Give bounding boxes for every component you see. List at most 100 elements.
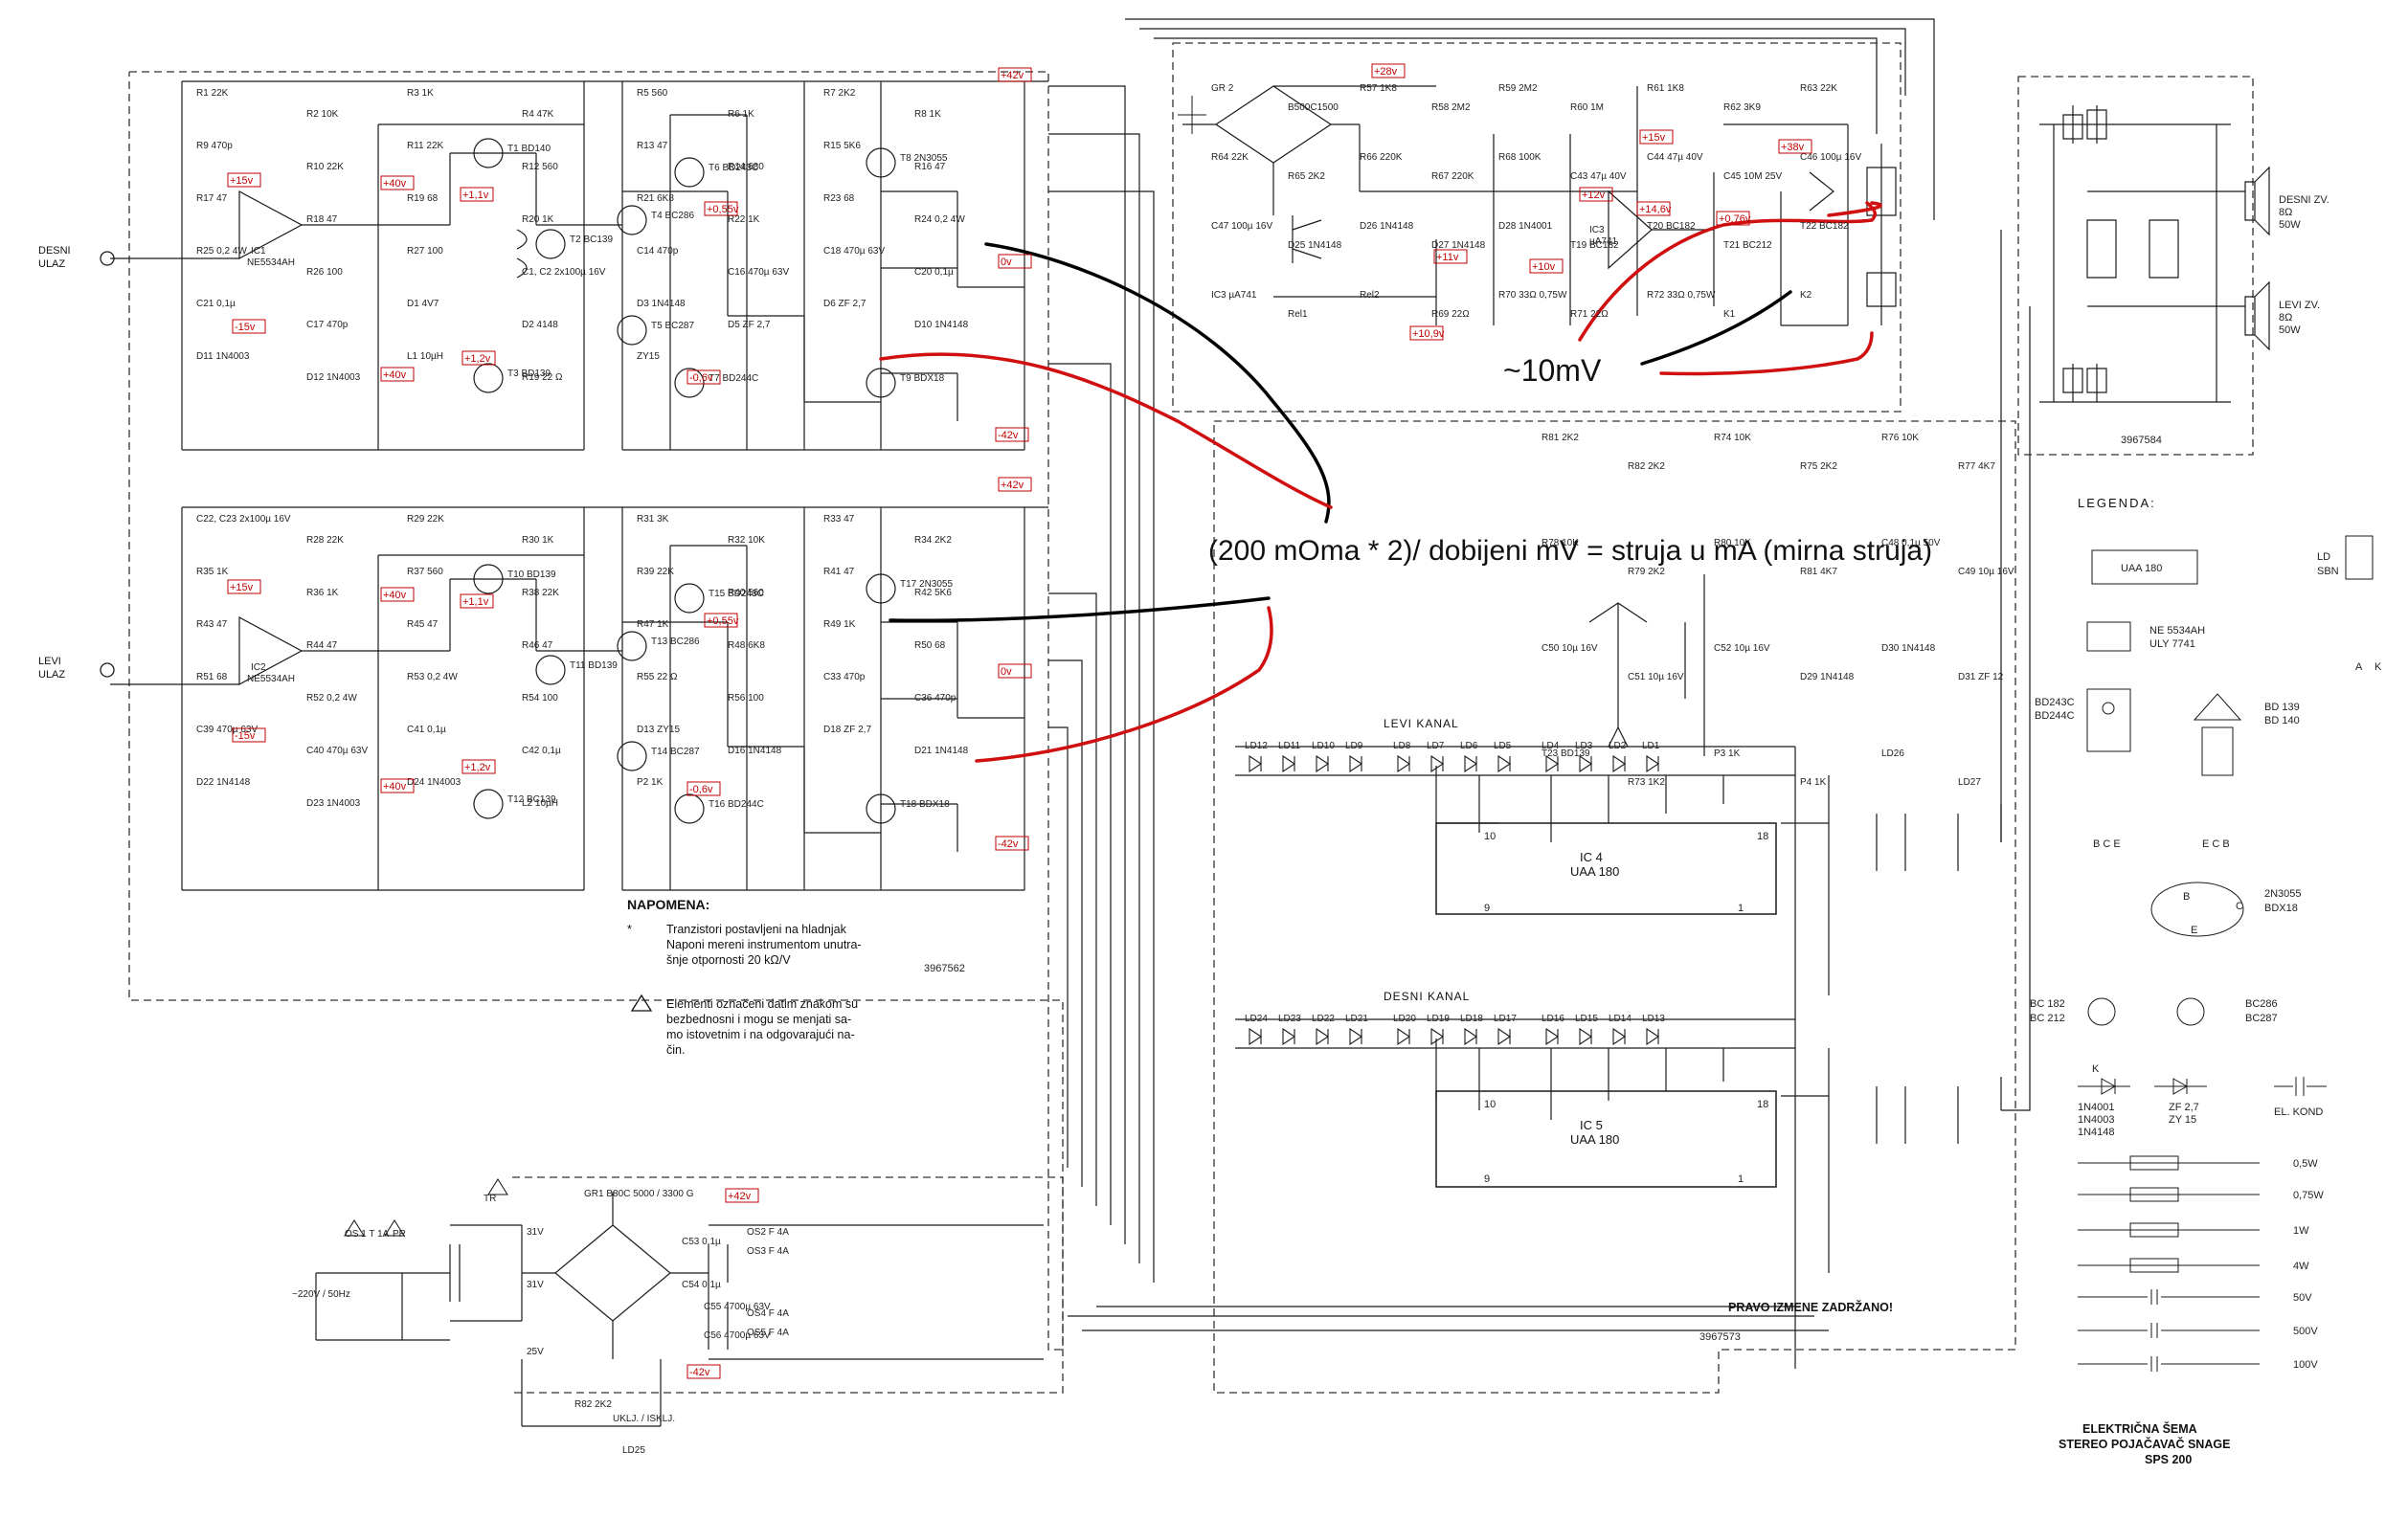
resistor-icon — [2078, 1222, 2260, 1238]
component-label: R32 10K — [728, 535, 765, 546]
led-icon — [1464, 754, 1477, 773]
led-label: LD22 — [1312, 1014, 1335, 1024]
legend-bd244c: BD244C — [2035, 710, 2075, 722]
component-label: R7 2K2 — [823, 88, 856, 99]
led-icon — [1349, 1027, 1362, 1046]
component-label: C16 470µ 63V — [728, 267, 789, 278]
ic-label: IC1 — [251, 246, 266, 257]
component-label: R38 22K — [522, 588, 559, 598]
component-label: R44 47 — [306, 640, 338, 651]
component-label: T19 BC182 — [1570, 240, 1619, 251]
component-label: R74 10K — [1714, 433, 1751, 443]
component-label: R64 22K — [1211, 152, 1249, 163]
component-label: R1 22K — [196, 88, 229, 99]
ic-label: IC 5 — [1580, 1118, 1603, 1132]
component-label: D5 ZF 2,7 — [728, 320, 771, 330]
voltage-tag-box — [704, 613, 738, 628]
voltage-tag: -15v — [235, 322, 256, 333]
component-label: C50 10µ 16V — [1542, 643, 1598, 654]
ic-type: NE5534AH — [247, 674, 295, 684]
transistor-label: T10 BD139 — [507, 570, 556, 580]
ic-type: NE5534AH — [247, 257, 295, 268]
voltage-tag: +1,2v — [464, 353, 491, 365]
voltage-tag-box — [1371, 63, 1406, 78]
component-label: ZY15 — [637, 351, 660, 362]
component-label: R19 68 — [407, 193, 439, 204]
component-label: R27 100 — [407, 246, 443, 257]
annotation-black-line-lower — [889, 596, 1271, 622]
component-label: R46 47 — [522, 640, 553, 651]
led-label: LD23 — [1278, 1014, 1301, 1024]
schematic-wiring — [110, 18, 2270, 1427]
power-component-label: 25V — [527, 1347, 544, 1357]
voltage-tag-box — [461, 350, 496, 366]
led-icon — [1612, 754, 1626, 773]
component-label: R35 1K — [196, 567, 229, 577]
transistor-icon — [473, 138, 504, 168]
input-jack-icon — [100, 662, 115, 678]
voltage-tag-box — [686, 781, 721, 796]
ic3-opamp: IC3 µA741 — [1589, 225, 1618, 247]
transistor-label: T4 BC286 — [651, 211, 694, 221]
component-label: P4 1K — [1800, 777, 1827, 788]
component-label: R67 220K — [1431, 171, 1474, 182]
legend-bce: B C E — [2093, 838, 2121, 850]
led-label: LD6 — [1460, 741, 1478, 751]
component-label: C18 470µ 63V — [823, 246, 885, 257]
power-component-label: GR1 B80C 5000 / 3300 G — [584, 1189, 694, 1199]
component-label: R26 100 — [306, 267, 343, 278]
component-label: D12 1N4003 — [306, 372, 361, 383]
led-icon — [1646, 1027, 1659, 1046]
voltage-tag: +15v — [1642, 132, 1666, 144]
power-component-label: TR — [484, 1194, 496, 1204]
annotation-black-line-protection — [1640, 290, 1792, 366]
component-label: C45 10M 25V — [1723, 171, 1782, 182]
component-label: T21 BC212 — [1723, 240, 1772, 251]
led-icon — [1545, 1027, 1559, 1046]
component-label: C20 0,1µ — [914, 267, 954, 278]
component-label: R21 6K8 — [637, 193, 674, 204]
component-label: R79 2K2 — [1628, 567, 1665, 577]
component-label: R34 2K2 — [914, 535, 952, 546]
component-label: R50 68 — [914, 640, 946, 651]
component-label: T20 BC182 — [1647, 221, 1696, 232]
component-label: R16 47 — [914, 162, 946, 172]
voltage-tag-box — [380, 587, 415, 602]
component-label: R77 4K7 — [1958, 461, 1995, 472]
ic-label: IC 4 — [1580, 850, 1603, 864]
component-label: R71 22Ω — [1570, 309, 1609, 320]
voltage-tag: +0,55v — [707, 615, 739, 627]
voltage-tag-box — [1529, 258, 1564, 274]
pin-number: 9 — [1484, 903, 1490, 914]
annotation-red-line-upper — [879, 352, 1333, 509]
voltage-tag-box — [995, 427, 1029, 442]
led-label: LD13 — [1642, 1014, 1665, 1024]
warning-triangle-icon — [630, 994, 653, 1012]
transistor-icon — [535, 229, 566, 259]
component-label: R49 1K — [823, 619, 856, 630]
component-label: C49 10µ 16V — [1958, 567, 2014, 577]
led-icon — [1646, 754, 1659, 773]
board-number: 3967584 — [2121, 435, 2162, 446]
capacitor-icon — [2078, 1323, 2260, 1338]
component-label: R82 2K2 — [1628, 461, 1665, 472]
led-icon — [1497, 754, 1511, 773]
led-icon — [1282, 754, 1295, 773]
transistor-icon — [674, 368, 705, 398]
voltage-tag: 0v — [1001, 666, 1012, 678]
voltage-tag: +38v — [1781, 142, 1805, 153]
legend-cap-voltage: 50V — [2293, 1292, 2312, 1304]
voltage-tag-box — [998, 477, 1032, 492]
component-label: R28 22K — [306, 535, 344, 546]
hand-annotations — [879, 201, 1882, 763]
voltage-tag: +11v — [1436, 252, 1459, 263]
ic5-uaa180: IC 5 UAA 180 10 18 9 1 — [1435, 1090, 1777, 1188]
annotation-formula: (200 mOma * 2)/ dobijeni mV = struja u m… — [1208, 535, 1932, 567]
led-label: LD10 — [1312, 741, 1335, 751]
component-label: R25 0,2 4W — [196, 246, 247, 257]
led-icon — [1349, 754, 1362, 773]
note-2-line: bezbednosni i mogu se menjati sa- — [666, 1013, 851, 1026]
